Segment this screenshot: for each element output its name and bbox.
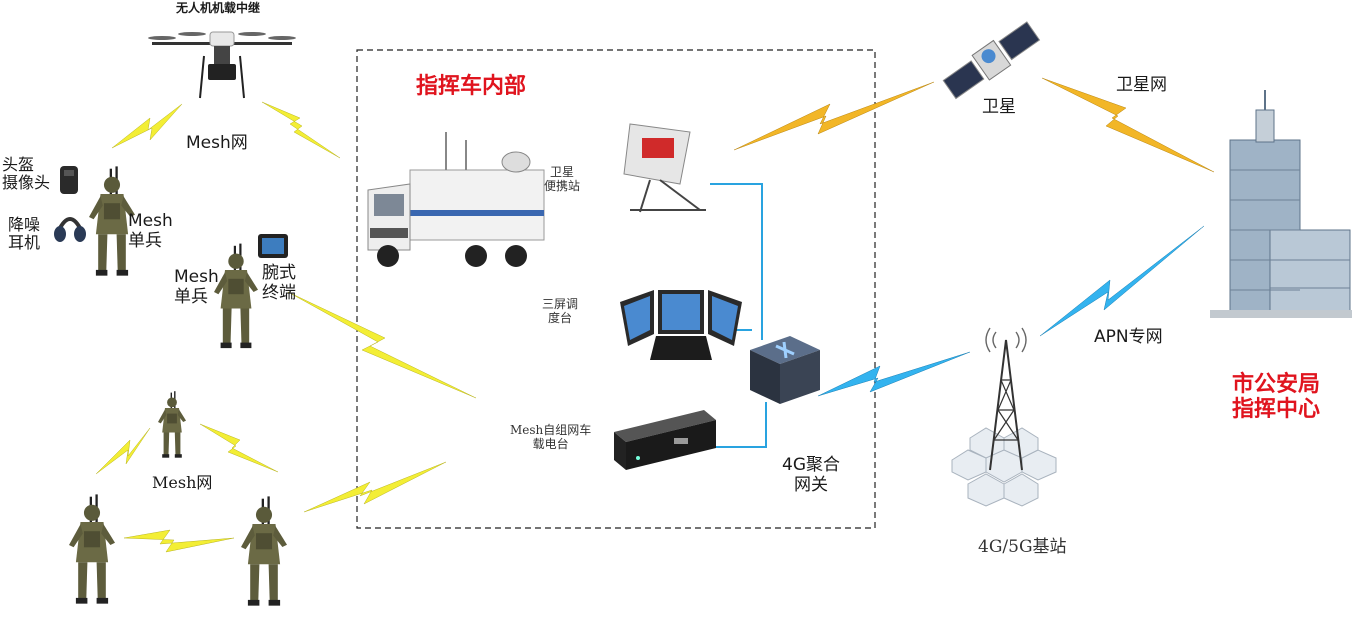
soldier-icon [158,391,186,458]
satellite-label: 卫星 [982,97,1016,117]
drone-icon [148,31,296,99]
mesh-radio-label: Mesh自组网车 载电台 [510,423,592,451]
wireless-link-tower-hq [1039,225,1205,337]
sat-portable-label: 卫星 便携站 [544,165,581,193]
wireless-link-gateway-tower [817,351,971,397]
triple-screen-laptop-icon [620,290,742,360]
wireless-link-mesh-vehicle [303,461,447,513]
vehicle-interior-box [356,49,876,529]
wireless-link-vehicle-satellite [733,81,935,151]
mesh-soldier-label-1: Mesh 单兵 [128,211,173,251]
mesh-net-bottom-label: Mesh网 [152,473,213,492]
wireless-link-drone-left [111,103,183,149]
vehicle-interior-title: 指挥车内部 [416,73,527,99]
building-icon [1210,90,1352,318]
triple-screen-label: 三屏调 度台 [542,297,579,325]
cell-tower-icon [951,327,1057,507]
wireless-link-mesh-right [199,423,279,473]
apn-net-label: APN专网 [1094,327,1163,347]
mesh-net-top-label: Mesh网 [186,133,248,153]
helmet-camera-label: 头盔 摄像头 [2,155,51,193]
wireless-link-mesh-left [95,427,151,475]
wireless-link-drone-right [261,101,341,159]
gateway-label: 4G聚合 网关 [782,455,840,495]
headset-icon [54,217,86,242]
tablet-icon [258,234,288,258]
soldier-icon [241,496,287,606]
satellite-icon [942,21,1041,100]
base-station-label: 4G/5G基站 [978,537,1067,557]
helmet-camera-icon [60,166,78,194]
wireless-link-tablet-vehicle [287,291,477,399]
satellite-net-label: 卫星网 [1116,75,1167,95]
mesh-soldier-label-2: Mesh 单兵 [174,267,219,307]
police-hq-label: 市公安局 指挥中心 [1232,371,1321,423]
soldier-icon [214,243,258,349]
gateway-box-icon [750,336,820,404]
drone-title: 无人机机载中继 [176,1,261,15]
soldier-icon [69,494,115,604]
radio-box-icon [614,410,716,470]
wireless-link-mesh-bottom [123,529,235,553]
portable-satellite-icon [623,123,706,213]
wrist-terminal-label: 腕式 终端 [262,263,296,303]
headset-label: 降噪 耳机 [8,215,41,253]
wireless-link-satellite-hq [1041,77,1215,173]
command-truck-icon [367,132,545,267]
